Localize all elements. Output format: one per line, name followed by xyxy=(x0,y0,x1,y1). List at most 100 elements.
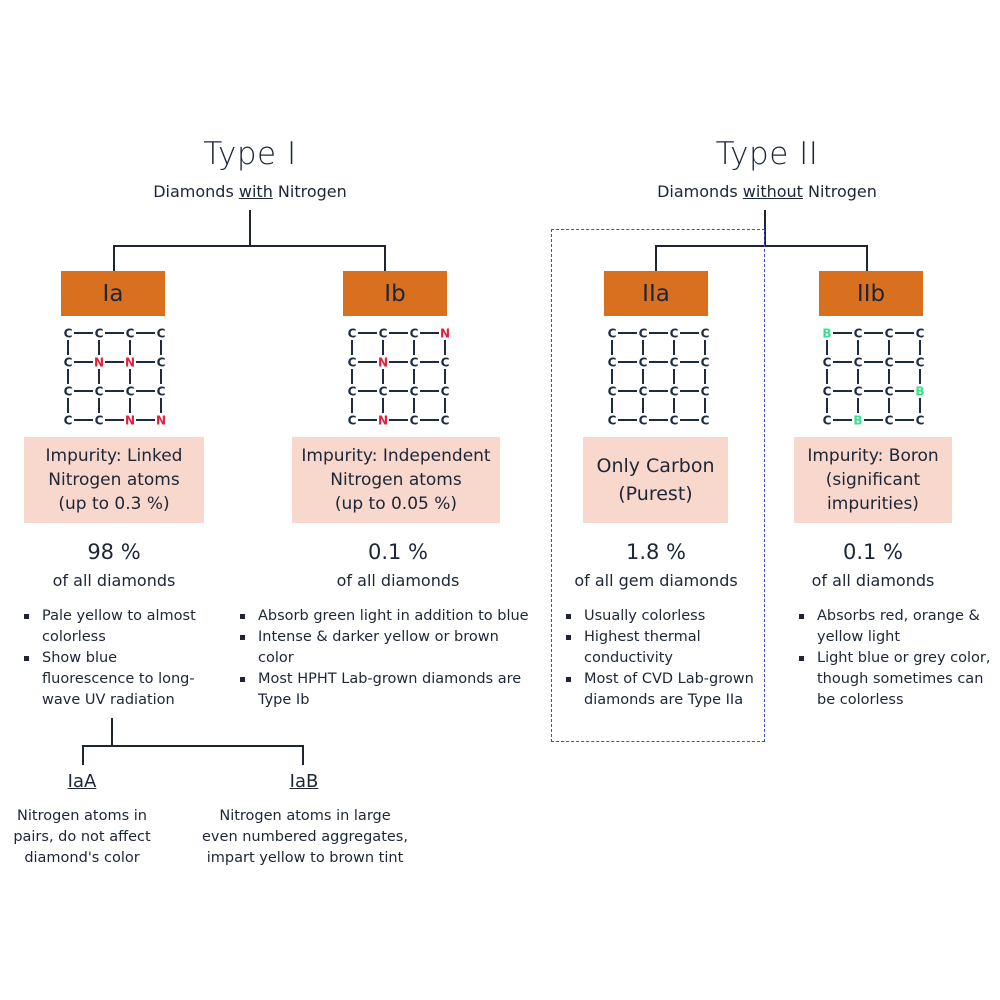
lattice-atom: N xyxy=(156,414,166,428)
lattice-atom: C xyxy=(916,414,925,428)
bullet-item: Usually colorless xyxy=(562,606,757,627)
impurity-ia-line-2: Nitrogen atoms xyxy=(48,470,180,490)
lattice-atom: C xyxy=(823,385,832,399)
lattice-atom: C xyxy=(854,385,863,399)
lattice-atom: C xyxy=(348,356,357,370)
type-2-title: Type II xyxy=(715,136,819,172)
lattice-atom: C xyxy=(639,385,648,399)
lattice-atom: C xyxy=(701,327,710,341)
connector-ia-drop xyxy=(113,245,115,271)
bullet-item: Absorbs red, orange & yellow light xyxy=(795,606,995,648)
lattice-atom: C xyxy=(854,327,863,341)
connector-type2-bar xyxy=(655,245,868,247)
bullets-iia: Usually colorless Highest thermal conduc… xyxy=(562,606,757,711)
lattice-atom: C xyxy=(670,414,679,428)
connector-type1-bar xyxy=(113,245,386,247)
lattice-atom: B xyxy=(915,385,924,399)
lattice-atom: C xyxy=(441,385,450,399)
lattice-atom: C xyxy=(639,356,648,370)
percent-sub-ia: of all diamonds xyxy=(52,571,176,590)
lattice-atom: C xyxy=(410,356,419,370)
lattice-atom: C xyxy=(608,385,617,399)
label-iib: IIb xyxy=(819,271,923,316)
type-1-subtitle-post: Nitrogen xyxy=(272,182,347,201)
lattice-atom: C xyxy=(64,414,73,428)
lattice-atom: C xyxy=(639,414,648,428)
subtype-iab-title: IaB xyxy=(289,771,319,792)
lattice-atom: C xyxy=(64,385,73,399)
impurity-iib-line-1: Impurity: Boron xyxy=(807,446,939,466)
connector-iab-drop xyxy=(302,745,304,765)
bullets-ib: Absorb green light in addition to blue I… xyxy=(236,606,536,711)
lattice-atom: B xyxy=(853,414,862,428)
type-2-subtitle: Diamonds without Nitrogen xyxy=(627,182,907,201)
label-iia: IIa xyxy=(604,271,708,316)
lattice-atom: C xyxy=(410,327,419,341)
lattice-atom: C xyxy=(157,327,166,341)
bullet-item: Pale yellow to almost colorless xyxy=(20,606,205,648)
percent-iib: 0.1 % xyxy=(842,540,904,564)
impurity-box-iib: Impurity: Boron (significant impurities) xyxy=(794,437,952,523)
lattice-atom: C xyxy=(95,385,104,399)
lattice-atom: C xyxy=(64,327,73,341)
connector-type1-stem xyxy=(249,210,251,246)
subtype-iaa-title: IaA xyxy=(67,771,97,792)
subtype-iab-desc-line-3: impart yellow to brown tint xyxy=(206,850,404,866)
lattice-atom: C xyxy=(608,414,617,428)
bullet-item: Highest thermal conductivity xyxy=(562,627,757,669)
lattice-atom: C xyxy=(157,356,166,370)
lattice-atom: C xyxy=(916,356,925,370)
connector-ia-sub-stem xyxy=(111,718,113,746)
lattice-atom: C xyxy=(348,385,357,399)
impurity-box-iia: Only Carbon (Purest) xyxy=(583,437,728,523)
percent-sub-ib: of all diamonds xyxy=(336,571,460,590)
percent-iia: 1.8 % xyxy=(625,540,687,564)
lattice-atom: N xyxy=(440,327,450,341)
lattice-atom: N xyxy=(94,356,104,370)
lattice-atom: C xyxy=(701,414,710,428)
subtype-iaa-desc: Nitrogen atoms in pairs, do not affect d… xyxy=(0,806,164,869)
lattice-atom: C xyxy=(157,385,166,399)
lattice-atom: C xyxy=(95,414,104,428)
lattice-atom: C xyxy=(670,327,679,341)
lattice-atom: C xyxy=(410,414,419,428)
subtype-iab-desc-line-1: Nitrogen atoms in large xyxy=(219,808,391,824)
type-2-subtitle-post: Nitrogen xyxy=(802,182,877,201)
lattice-atom: N xyxy=(378,414,388,428)
lattice-atom: C xyxy=(639,327,648,341)
percent-ia: 98 % xyxy=(87,540,141,564)
lattice-atom: C xyxy=(885,385,894,399)
lattice-atom: C xyxy=(854,356,863,370)
lattice-atom: B xyxy=(822,327,831,341)
subtype-iab-desc-line-2: even numbered aggregates, xyxy=(202,829,408,845)
bullet-item: Light blue or grey color, though sometim… xyxy=(795,648,995,711)
connector-ia-sub-bar xyxy=(82,745,304,747)
lattice-atom: C xyxy=(379,385,388,399)
type-1-subtitle-pre: Diamonds xyxy=(153,182,239,201)
lattice-atom: C xyxy=(885,327,894,341)
lattice-atom: C xyxy=(885,414,894,428)
lattice-atom: C xyxy=(608,356,617,370)
connector-iia-drop xyxy=(655,245,657,271)
impurity-ia-line-1: Impurity: Linked xyxy=(45,446,183,466)
subtype-iaa-desc-line-1: Nitrogen atoms in xyxy=(17,808,147,824)
lattice-atom: C xyxy=(348,414,357,428)
lattice-atom: C xyxy=(126,327,135,341)
bullets-ia: Pale yellow to almost colorless Show blu… xyxy=(20,606,205,711)
bullets-iib: Absorbs red, orange & yellow light Light… xyxy=(795,606,995,711)
lattice-atom: C xyxy=(701,385,710,399)
lattice-atom: C xyxy=(885,356,894,370)
type-2-subtitle-pre: Diamonds xyxy=(657,182,743,201)
lattice-atom: C xyxy=(441,414,450,428)
lattice-atom: C xyxy=(670,385,679,399)
lattice-atom: N xyxy=(378,356,388,370)
lattice-atom: N xyxy=(125,414,135,428)
percent-sub-iia: of all gem diamonds xyxy=(574,571,738,590)
connector-ib-drop xyxy=(384,245,386,271)
lattice-atom: C xyxy=(410,385,419,399)
lattice-atom: C xyxy=(95,327,104,341)
